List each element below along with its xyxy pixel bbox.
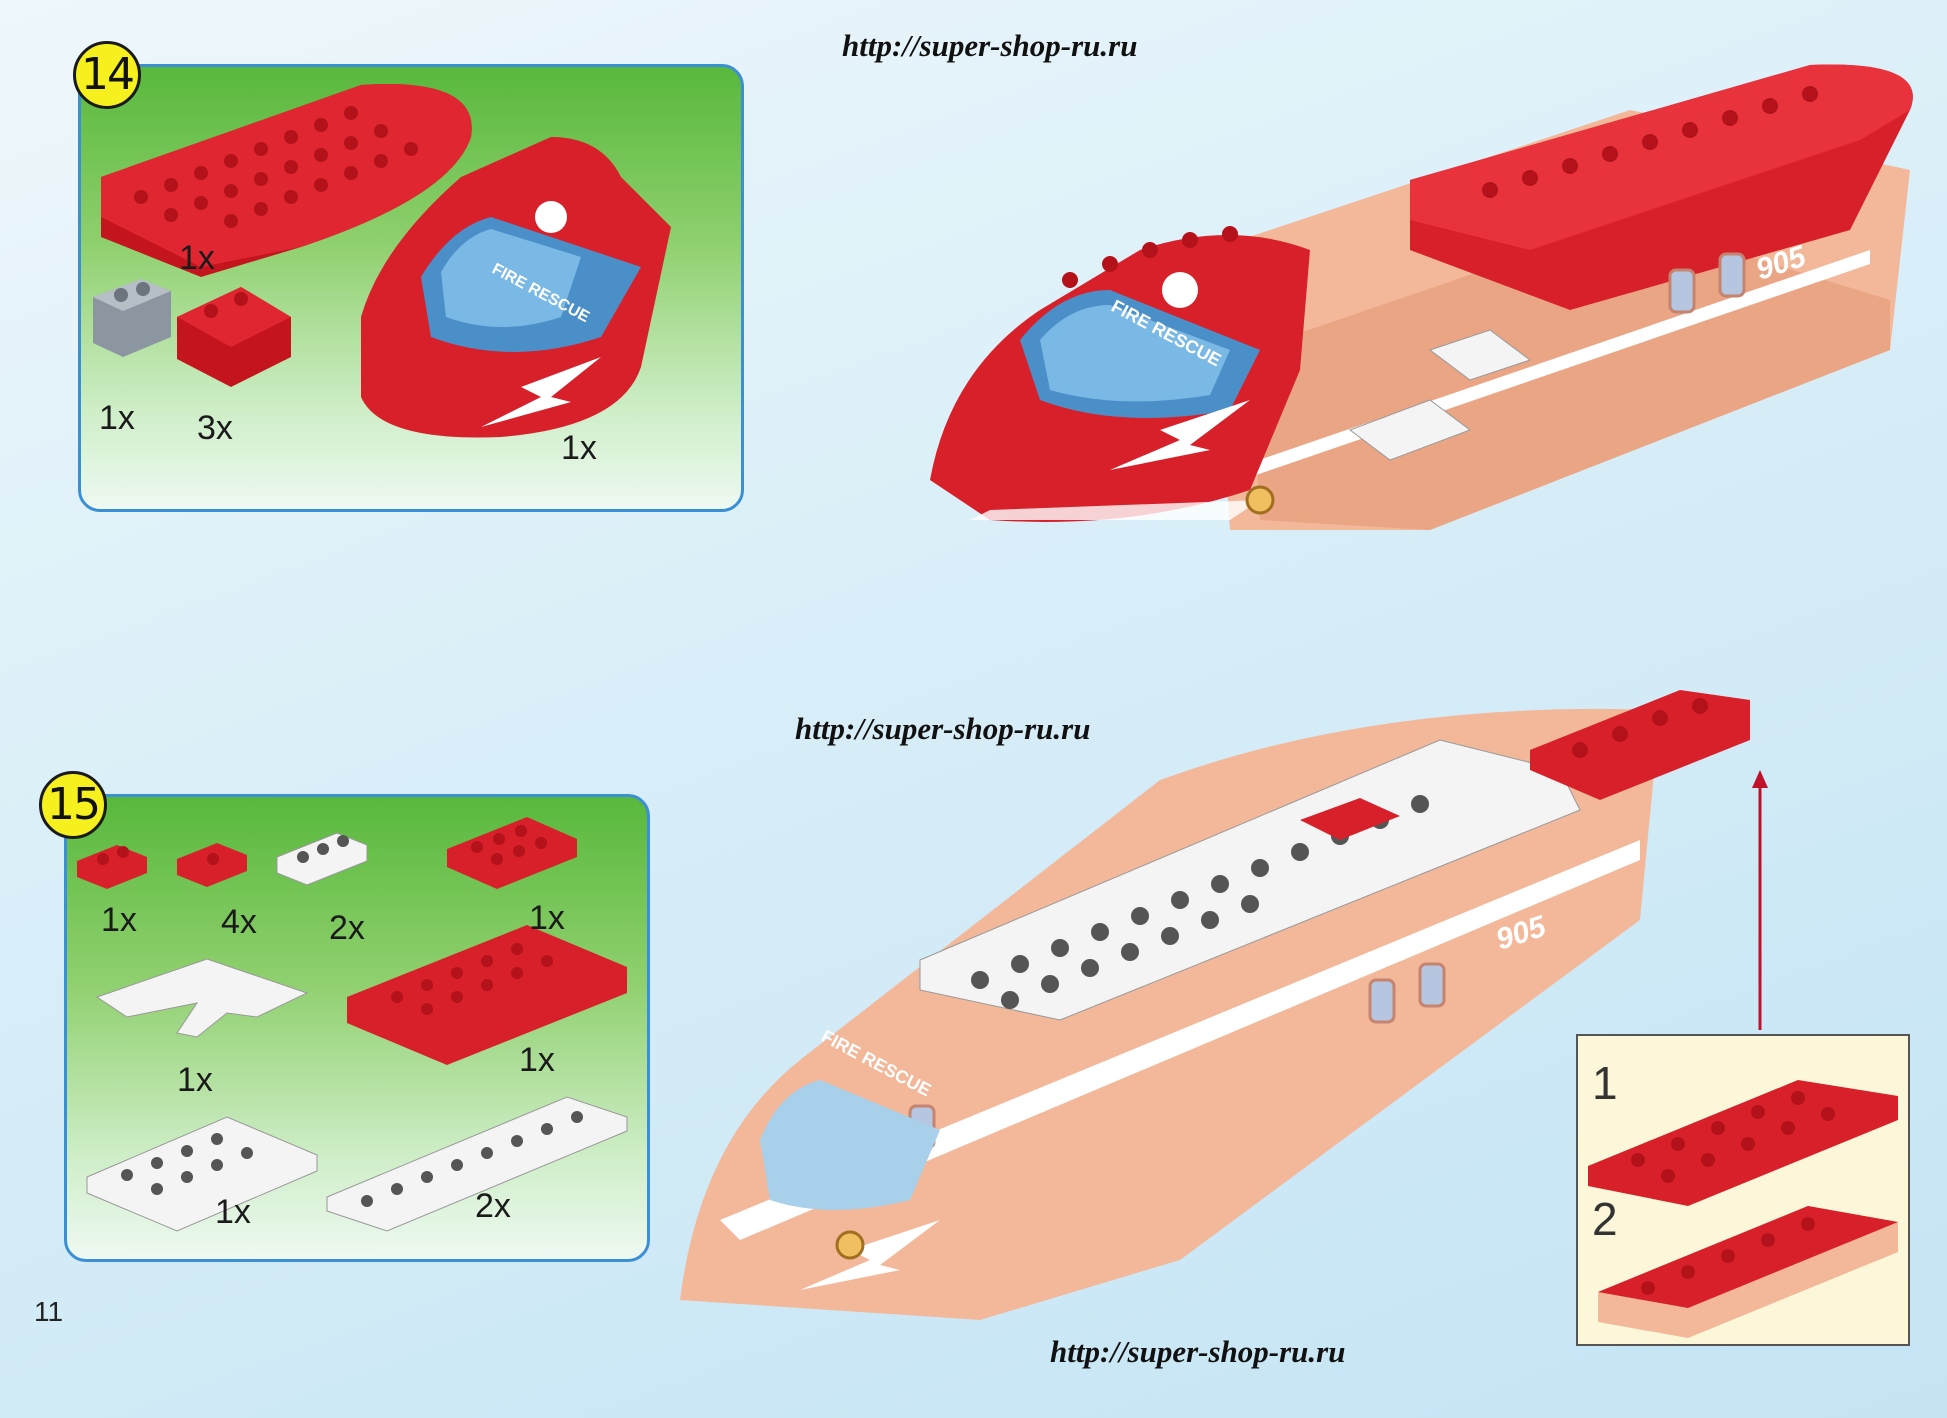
helicopter-model-step14: 905 FIRE RESCUE xyxy=(930,64,1913,530)
white-plate-1x3 xyxy=(276,832,368,886)
red-plate-1x2 xyxy=(77,845,147,889)
helicopter-model-step15: 905 FIRE RESCUE xyxy=(680,690,1768,1320)
red-tile-1x2 xyxy=(177,843,247,887)
watermark-url-bottom[interactable]: http://super-shop-ru.ru xyxy=(1050,1334,1346,1369)
red-top-plate xyxy=(1530,690,1750,800)
qty-red-slope: 3x xyxy=(197,409,233,447)
sub-assembly-art xyxy=(1588,1080,1898,1338)
cockpit-nose-part: FIRE RESCUE xyxy=(361,137,671,438)
step-15-number-badge: 15 xyxy=(39,771,107,839)
red-plate-2x4 xyxy=(447,817,577,889)
sub-step-2: 2 xyxy=(1592,1193,1618,1245)
sub-assembly-box: 1 2 xyxy=(1576,1034,1910,1346)
qty-white-wedge: 1x xyxy=(177,1061,213,1099)
qty-white-plate-long: 2x xyxy=(475,1187,511,1225)
white-plate-4x6 xyxy=(86,1116,318,1232)
qty-red-plate-1x2: 1x xyxy=(101,901,137,939)
qty-white-plate-1x3: 2x xyxy=(329,909,365,947)
sub-step-1: 1 xyxy=(1592,1057,1618,1109)
red-plate-long xyxy=(347,925,627,1065)
curved-red-plate-part xyxy=(101,84,472,277)
page-number: 11 xyxy=(34,1296,64,1327)
red-slope-part xyxy=(177,287,291,387)
qty-curved-plate: 1x xyxy=(179,239,215,277)
qty-grey-brick: 1x xyxy=(99,399,135,437)
watermark-url-middle[interactable]: http://super-shop-ru.ru xyxy=(795,711,1091,746)
step-14-parts-art: FIRE RESCUE xyxy=(93,84,671,438)
qty-red-tile-1x2: 4x xyxy=(221,903,257,941)
step-15-parts-box: 15 1x 4x 2x 1x 1x 1x 1x 2x xyxy=(39,771,650,1262)
qty-red-plate-long: 1x xyxy=(519,1041,555,1079)
watermark-url-top[interactable]: http://super-shop-ru.ru xyxy=(842,28,1138,63)
qty-red-plate-2x4: 1x xyxy=(529,899,565,937)
step-15-parts-art xyxy=(77,817,628,1232)
step-14-number-badge: 14 xyxy=(73,41,141,109)
white-wedge-plate xyxy=(95,958,309,1038)
step-14-parts-box: FIRE RESCUE 14 1x 1x 3x 1x xyxy=(73,41,744,512)
qty-white-plate-4x6: 1x xyxy=(215,1193,251,1231)
qty-cockpit-nose: 1x xyxy=(561,429,597,467)
grey-brick-part xyxy=(93,279,171,357)
